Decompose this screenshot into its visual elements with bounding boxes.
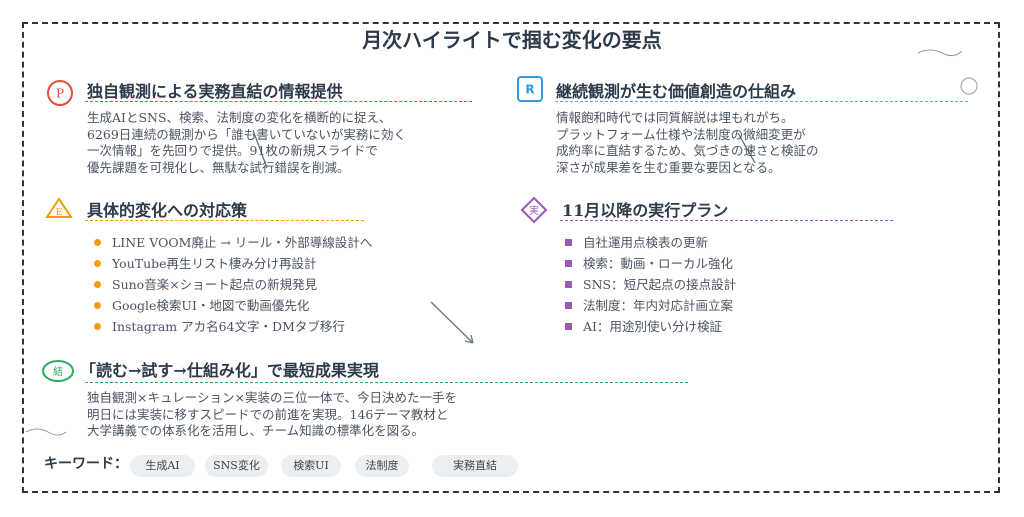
plan-diamond-icon: 実 (520, 196, 548, 224)
squiggle-left (25, 428, 67, 436)
body-line: 大学講義での体系化を活用し、チーム知識の標準化を図る。 (87, 423, 425, 439)
keyword-chip: 生成AI (130, 455, 195, 477)
svg-text:実: 実 (529, 204, 539, 217)
list-item: LINE VOOM廃止 → リール・外部導線設計へ (94, 232, 372, 253)
bullet-dot-icon (94, 239, 101, 246)
body-line: 独自観測×キュレーション×実装の三位一体で、今日決めた一手を (87, 390, 457, 405)
list-item: 自社運用点検表の更新 (565, 232, 736, 253)
section-heading: 継続観測が生む価値創造の仕組み (556, 82, 797, 101)
list-item: Google検索UI・地図で動画優先化 (94, 295, 372, 316)
body-line: プラットフォーム仕様や法制度の微細変更が (556, 126, 806, 142)
list-item-text: 法制度：年内対応計画立案 (583, 298, 734, 313)
section-heading: 11月以降の実行プラン (562, 201, 729, 220)
heading-underline (560, 220, 893, 221)
list-item-text: 検索：動画・ローカル強化 (583, 256, 734, 271)
svg-text:R: R (525, 83, 534, 97)
keyword-chip: 実務直結 (432, 455, 518, 477)
section-heading: 「読む→試す→仕組み化」で最短成果実現 (80, 361, 379, 380)
list-item: YouTube再生リスト棲み分け再設計 (94, 253, 372, 274)
list-item-text: SNS：短尺起点の接点設計 (583, 277, 737, 292)
body-line: 情報飽和時代では同質解説は埋もれがち。 (556, 110, 794, 125)
bullet-square-icon (565, 302, 572, 309)
heading-underline (85, 382, 688, 383)
section-body: 生成AIとSNS、検索、法制度の変化を横断的に捉え、 6269日連続の観測から「… (87, 110, 406, 176)
list-item: Suno音楽×ショート起点の新規発見 (94, 274, 372, 295)
body-line: 生成AIとSNS、検索、法制度の変化を横断的に捉え、 (87, 110, 392, 125)
arrow-decoration-3 (430, 301, 474, 344)
keyword-chip: SNS変化 (205, 455, 268, 477)
body-line: 明日には実装に移すスピードでの前進を実現。146テーマ教材と (87, 406, 449, 422)
bullet-square-icon (565, 260, 572, 267)
body-line: 深さが成果差を生む重要な要因となる。 (556, 159, 781, 175)
list-item-text: YouTube再生リスト棲み分け再設計 (112, 256, 317, 271)
plan-list: 自社運用点検表の更新 検索：動画・ローカル強化 SNS：短尺起点の接点設計 法制… (565, 232, 736, 337)
list-item-text: 自社運用点検表の更新 (583, 235, 709, 250)
p-circle-icon: P (47, 80, 73, 106)
e-triangle-icon: E (45, 197, 73, 218)
bullet-dot-icon (94, 302, 101, 309)
bullet-square-icon (565, 239, 572, 246)
section-body: 情報飽和時代では同質解説は埋もれがち。 プラットフォーム仕様や法制度の微細変更が… (556, 110, 819, 176)
conclusion-oval-icon: 結 (42, 360, 74, 382)
body-line: 成約率に直結するため、気づきの速さと検証の (556, 143, 819, 159)
arrow-decoration-2 (737, 132, 756, 164)
keyword-chip: 法制度 (355, 455, 409, 477)
body-line: 6269日連続の観測から「誰も書いていないが実務に効く (87, 126, 406, 142)
squiggle-top-right (917, 49, 963, 57)
svg-text:P: P (56, 87, 64, 101)
list-item-text: Google検索UI・地図で動画優先化 (112, 298, 310, 313)
bullet-square-icon (565, 281, 572, 288)
list-item: 法制度：年内対応計画立案 (565, 295, 736, 316)
list-item: SNS：短尺起点の接点設計 (565, 274, 736, 295)
slide-frame (22, 22, 1000, 493)
svg-text:結: 結 (53, 365, 63, 378)
example-list: LINE VOOM廃止 → リール・外部導線設計へ YouTube再生リスト棲み… (94, 232, 372, 337)
body-line: 一次情報」を先回りで提供。91枚の新規スライドで (87, 143, 378, 159)
keywords-label: キーワード： (44, 456, 128, 472)
heading-underline (555, 101, 968, 102)
list-item-text: Instagram アカ名64文字・DMタブ移行 (112, 319, 345, 334)
list-item-text: Suno音楽×ショート起点の新規発見 (112, 277, 318, 292)
section-body: 独自観測×キュレーション×実装の三位一体で、今日決めた一手を 明日には実装に移す… (87, 390, 457, 440)
keyword-chip: 検索UI (281, 455, 341, 477)
bullet-dot-icon (94, 281, 101, 288)
list-item-text: AI：用途別使い分け検証 (583, 319, 722, 334)
list-item: Instagram アカ名64文字・DMタブ移行 (94, 316, 372, 337)
section-heading: 独自観測による実務直結の情報提供 (87, 82, 343, 101)
section-heading: 具体的変化への対応策 (87, 201, 248, 220)
r-square-icon: R (517, 76, 543, 102)
bullet-dot-icon (94, 323, 101, 330)
list-item: AI：用途別使い分け検証 (565, 316, 736, 337)
body-line: 優先課題を可視化し、無駄な試行錯誤を削減。 (87, 159, 350, 175)
list-item-text: LINE VOOM廃止 → リール・外部導線設計へ (112, 235, 373, 250)
page-title: 月次ハイライトで掴む変化の要点 (362, 28, 662, 52)
arrow-decoration-1 (252, 129, 268, 169)
list-item: 検索：動画・ローカル強化 (565, 253, 736, 274)
circle-decoration (960, 77, 978, 95)
heading-underline (85, 101, 472, 102)
heading-underline (85, 220, 364, 221)
bullet-square-icon (565, 323, 572, 330)
svg-text:E: E (56, 208, 63, 218)
bullet-dot-icon (94, 260, 101, 267)
